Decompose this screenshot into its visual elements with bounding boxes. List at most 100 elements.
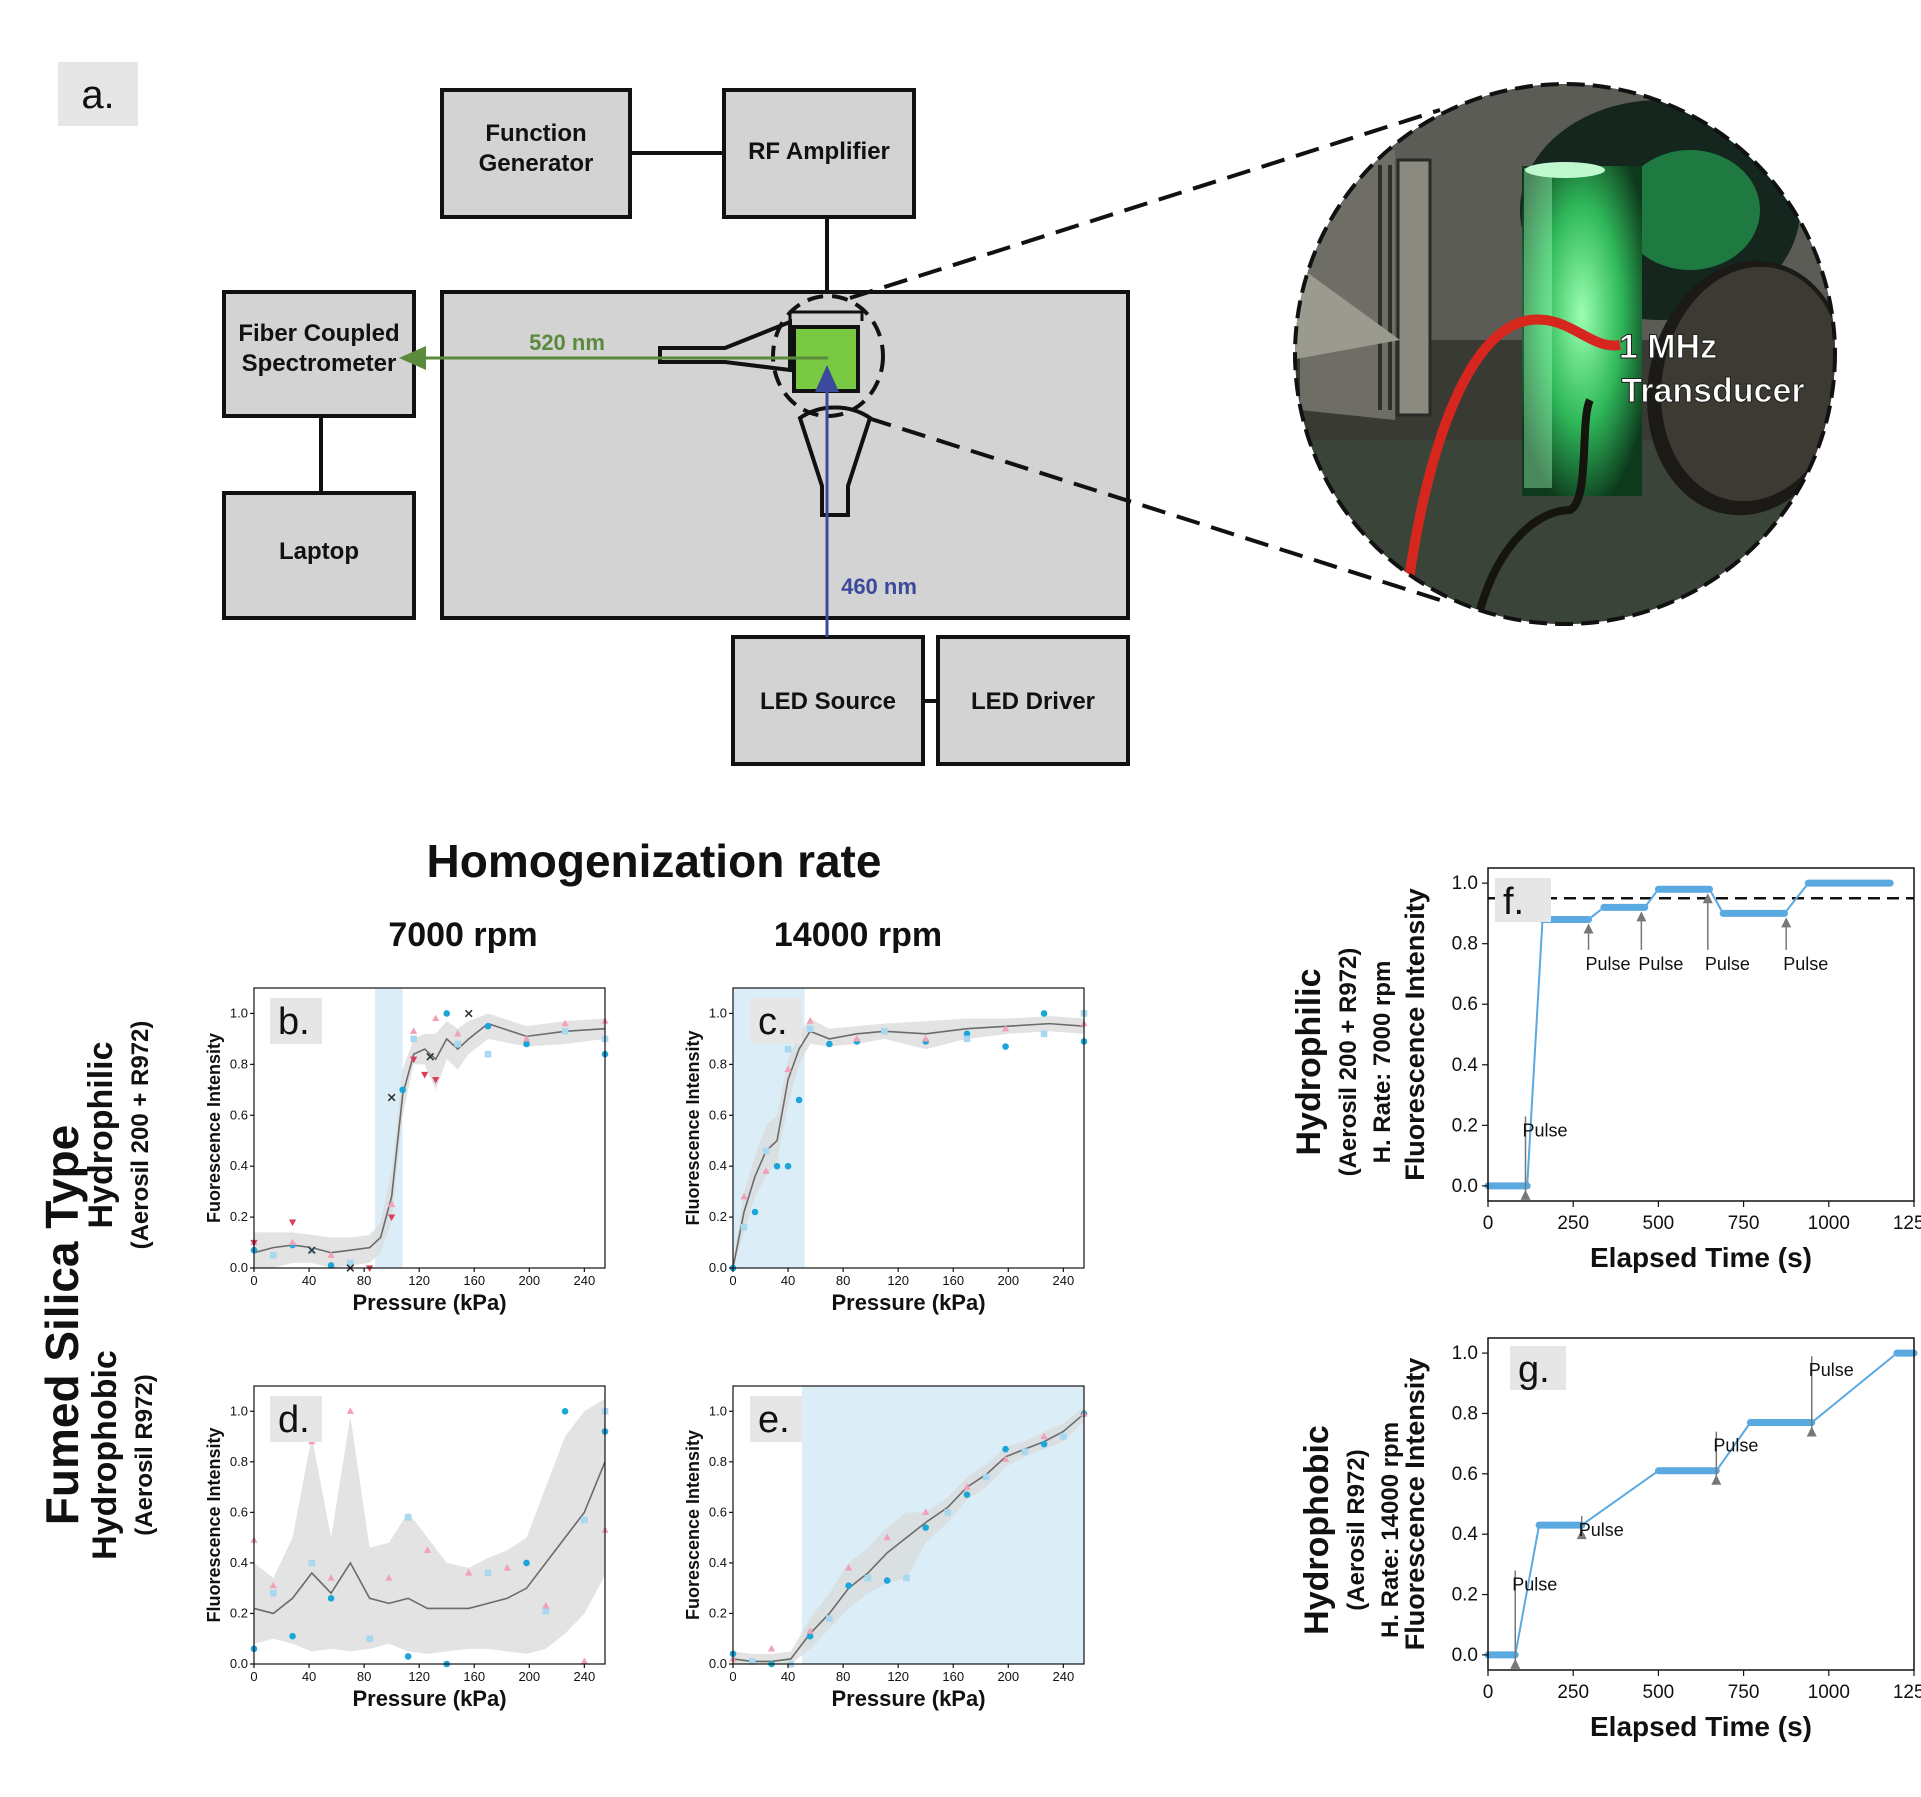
- point-s1-5: [542, 1607, 550, 1615]
- y-tick-label: 0.8: [709, 1056, 727, 1071]
- point-s2-8: [503, 1564, 511, 1571]
- point-s2-3: [327, 1574, 335, 1581]
- x-axis-label: Elapsed Time (s): [1590, 1711, 1812, 1742]
- point-s2-5: [432, 1014, 440, 1022]
- x-tick-label: 240: [574, 1273, 596, 1288]
- point-s1-2: [366, 1635, 373, 1643]
- x-axis-label: Elapsed Time (s): [1590, 1242, 1812, 1273]
- point-s2-2: [806, 1627, 814, 1634]
- point-s2-1: [288, 1238, 297, 1246]
- led-source-label: LED Source: [760, 688, 896, 715]
- x-tick-label: 200: [997, 1273, 1019, 1288]
- point-s1-7: [1021, 1448, 1029, 1456]
- y-tick-label: 1.0: [709, 1005, 727, 1020]
- plot-frame: [253, 1385, 606, 1665]
- x-tick-label: 40: [781, 1669, 795, 1684]
- f-side-sub: (Aerosil 200 + R972): [1335, 948, 1362, 1177]
- point-s0-1: [289, 1632, 296, 1640]
- chart-g: PulsePulsePulsePulse0250500750100012500.…: [1400, 1337, 1921, 1742]
- point-s3-2: [365, 1265, 374, 1272]
- x-tick-label: 40: [781, 1273, 795, 1288]
- panel-letter: b.: [278, 1001, 310, 1043]
- point-s1-1: [308, 1559, 316, 1567]
- point-s2-6: [423, 1546, 432, 1553]
- point-s2-8: [1040, 1432, 1048, 1440]
- row-hydrophobic-sub: (Aerosil R972): [131, 1374, 158, 1535]
- function-generator-label-1: Function: [485, 120, 586, 147]
- point-s0-2: [806, 1632, 814, 1640]
- y-tick-label: 0.2: [230, 1605, 248, 1620]
- point-s1-3: [410, 1035, 417, 1043]
- y-tick-label: 0.8: [1452, 1403, 1478, 1424]
- x-tick-label: 80: [836, 1273, 850, 1288]
- pulse-arrowhead-0: [1520, 1189, 1531, 1200]
- f-side-rate: H. Rate: 7000 rpm: [1369, 961, 1396, 1164]
- spectrometer-box: [222, 290, 416, 418]
- x-tick-label: 0: [729, 1273, 736, 1288]
- point-s2-6: [454, 1029, 462, 1037]
- pulse-arrowhead-1: [1576, 1529, 1587, 1540]
- x-tick-label: 0: [1483, 1213, 1494, 1234]
- point-s1-3: [404, 1514, 412, 1521]
- point-s2-2: [327, 1251, 335, 1258]
- panel-letter-bg: [270, 998, 322, 1044]
- x-axis-label: Pressure (kPa): [352, 1686, 506, 1711]
- pulse-arrowhead-1: [1583, 923, 1594, 934]
- point-s0-4: [443, 1010, 451, 1017]
- x-tick-label: 500: [1643, 1213, 1675, 1234]
- y-tick-label: 0.8: [230, 1454, 248, 1469]
- x-tick-label: 40: [302, 1273, 316, 1288]
- x-tick-label: 1000: [1808, 1213, 1850, 1234]
- point-s1-2: [347, 1259, 354, 1267]
- x-tick-label: 200: [518, 1273, 540, 1288]
- x-tick-label: 0: [250, 1273, 257, 1288]
- confidence-band: [254, 1013, 605, 1268]
- point-s0-2: [327, 1594, 335, 1602]
- pulse-arrowhead-2: [1636, 911, 1647, 922]
- panel-letter: g.: [1518, 1349, 1550, 1391]
- g-side-title: Hydrophobic: [1298, 1425, 1336, 1635]
- point-s0-6: [523, 1040, 530, 1048]
- f-side-title: Hydrophilic: [1290, 968, 1328, 1155]
- point-s4-3: [426, 1052, 435, 1061]
- mean-line: [253, 1461, 606, 1615]
- x-tick-label: 240: [574, 1669, 596, 1684]
- point-s2-5: [385, 1574, 393, 1581]
- y-tick-label: 0.4: [1452, 1055, 1479, 1076]
- pulse-arrowhead-3: [1702, 893, 1713, 904]
- point-s1-1: [762, 1147, 770, 1155]
- intensity-trace: [1488, 1352, 1914, 1656]
- pulse-arrowhead-3: [1806, 1426, 1817, 1437]
- confidence-band: [254, 1398, 605, 1654]
- point-s1-3: [806, 1025, 814, 1033]
- x-tick-label: 80: [357, 1273, 371, 1288]
- transducer-label-1: 1 MHz: [1619, 328, 1717, 366]
- y-tick-label: 0.6: [230, 1504, 248, 1519]
- point-s0-10: [1040, 1010, 1048, 1017]
- point-s0-5: [523, 1559, 530, 1567]
- x-tick-label: 160: [942, 1273, 964, 1288]
- x-tick-label: 120: [887, 1669, 909, 1684]
- y-tick-label: 1.0: [230, 1005, 248, 1020]
- y-axis-label: Fluorescence Intensity: [1400, 888, 1430, 1181]
- point-s1-3: [864, 1574, 872, 1582]
- x-tick-label: 240: [1053, 1669, 1075, 1684]
- y-tick-label: 0.0: [709, 1656, 727, 1671]
- point-s2-3: [844, 1564, 853, 1571]
- g-side-rate: H. Rate: 14000 rpm: [1377, 1422, 1404, 1638]
- y-axis-label: Fuorescence Intensity: [683, 1430, 703, 1620]
- x-axis-label: Pressure (kPa): [352, 1290, 506, 1315]
- panel-a-letter: a.: [81, 73, 114, 117]
- point-s1-5: [963, 1035, 971, 1043]
- y-tick-label: 0.6: [1452, 1464, 1478, 1485]
- y-tick-label: 0.8: [230, 1056, 248, 1071]
- point-s2-8: [561, 1019, 569, 1027]
- point-s0-1: [751, 1208, 759, 1216]
- y-tick-label: 1.0: [709, 1403, 727, 1418]
- point-s1-6: [1040, 1030, 1048, 1038]
- led-driver-box: [936, 635, 1130, 766]
- point-s1-5: [484, 1050, 492, 1058]
